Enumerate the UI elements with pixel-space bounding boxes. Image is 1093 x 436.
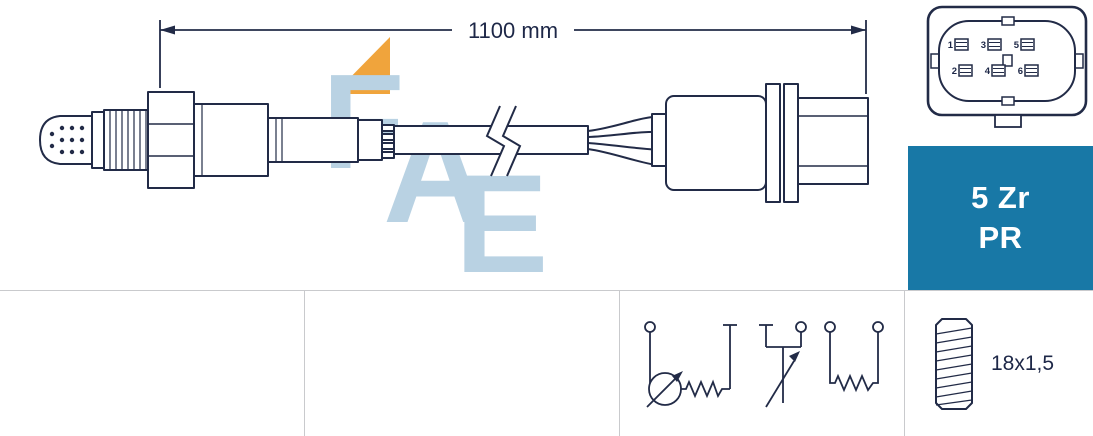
fae-orange-triangle-icon (334, 37, 390, 94)
watermark-letter-a: A (383, 91, 488, 253)
sensor-tip (39, 115, 93, 165)
wiring-schematic (644, 321, 884, 408)
pin-label-4: 4 (985, 66, 991, 77)
empty-cell-2 (305, 290, 620, 436)
sensor-detail-lines (109, 104, 283, 176)
pin-2 (958, 64, 973, 77)
sensor-body (39, 91, 589, 189)
hex-nut (147, 91, 195, 189)
pin-1 (954, 38, 969, 51)
wires (587, 115, 663, 167)
pin-label-5: 5 (1014, 40, 1020, 51)
pin-label-2: 2 (952, 66, 957, 77)
cable-break-symbol (485, 105, 522, 177)
thread-size-label: 18x1,5 (991, 351, 1055, 375)
sensor-drawing: F A E 1100 mm (39, 18, 869, 290)
pin-label-3: 3 (981, 40, 986, 51)
product-code-box: 5 Zr PR (908, 146, 1093, 290)
pin-label-1: 1 (948, 40, 954, 51)
empty-cell-1 (0, 290, 305, 436)
pinout-latch (994, 114, 1022, 128)
pin-6 (1024, 64, 1039, 77)
dimension-label: 1100 mm (468, 18, 558, 43)
product-code-line1: 5 Zr (971, 179, 1030, 215)
trim-arrow-icon (789, 351, 800, 362)
connector-assembly (651, 83, 869, 203)
connector-pinout: 1 3 5 2 4 6 (926, 5, 1088, 128)
dimension-arrow-left (160, 25, 175, 35)
pin-label-6: 6 (1018, 66, 1023, 77)
pin-5 (1020, 38, 1035, 51)
spec-row: 18x1,5 (0, 290, 1093, 436)
dimension-arrow-right (851, 25, 866, 35)
wiring-schematic-cell (620, 290, 905, 436)
pump-arrow-icon (672, 371, 683, 382)
thread-spec-cell: 18x1,5 (905, 290, 1093, 436)
product-code-line2: PR (978, 220, 1023, 255)
dimension-line (159, 20, 867, 94)
thread-icon (935, 317, 973, 410)
pin-4 (991, 64, 1006, 77)
tip-perforations (49, 125, 85, 155)
pin-3 (987, 38, 1002, 51)
fae-watermark-logo: F A E (322, 37, 548, 290)
